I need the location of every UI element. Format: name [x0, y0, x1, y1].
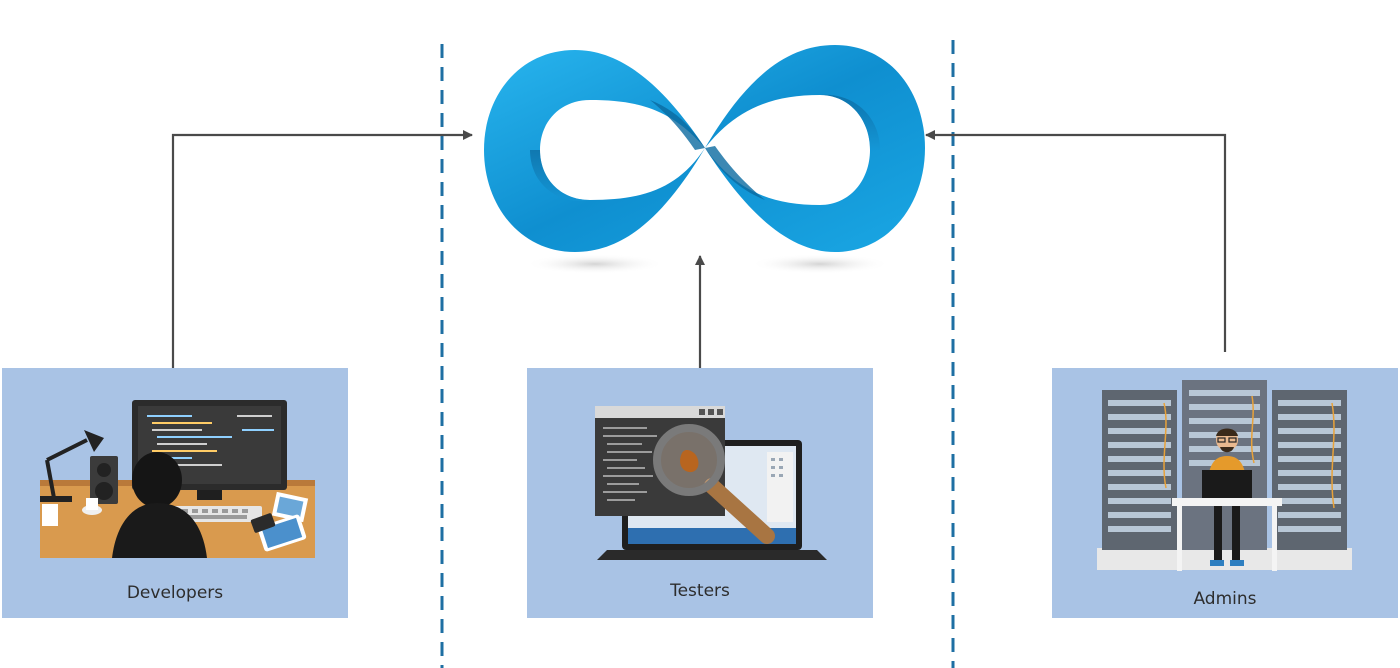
testers-label: Testers — [670, 581, 730, 601]
developer-desk-icon — [40, 400, 315, 558]
developers-panel: Developers — [2, 368, 348, 618]
testers-panel: Testers — [527, 368, 873, 618]
magnifier-laptop-icon — [595, 406, 827, 560]
admins-arrow — [925, 130, 1227, 352]
admins-panel: Admins — [1052, 368, 1398, 618]
developers-label: Developers — [126, 583, 224, 603]
infinity-icon — [484, 45, 925, 274]
admins-label: Admins — [1193, 589, 1257, 609]
server-room-icon — [1097, 380, 1352, 571]
developers-arrow — [171, 130, 473, 368]
